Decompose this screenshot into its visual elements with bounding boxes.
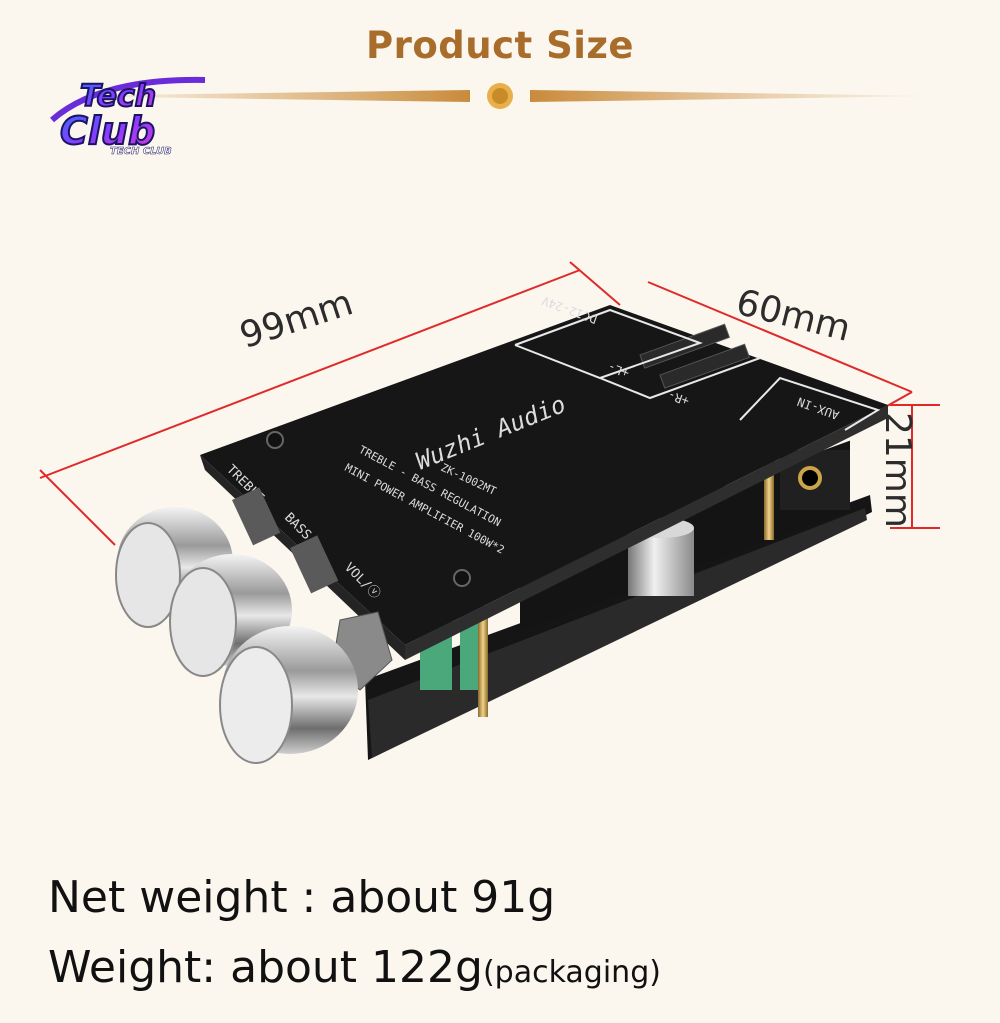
knob-volume [219,611,393,764]
weight-note: (packaging) [482,955,661,990]
page-title: Product Size [365,24,635,67]
logo-word-club: Club [60,109,155,153]
weight-text: Weight: about 122g(packaging) [48,942,661,993]
dimension-height: 21mm [877,412,918,528]
net-weight-text: Net weight : about 91g [48,872,556,923]
logo-word-tech: Tech [80,79,156,114]
board-left-label: +L- [606,360,631,381]
weight-value: Weight: about 122g [48,942,483,993]
brand-logo: Tech Club TECH CLUB [40,58,210,166]
title-divider [60,83,940,109]
amplifier-board-image: Wuzhi Audio ZK-1002MT TREBLE - BASS REGU… [39,261,940,764]
board-right-label: +R- [666,388,691,409]
logo-tagline: TECH CLUB [110,146,172,157]
dimension-lines [39,261,940,546]
